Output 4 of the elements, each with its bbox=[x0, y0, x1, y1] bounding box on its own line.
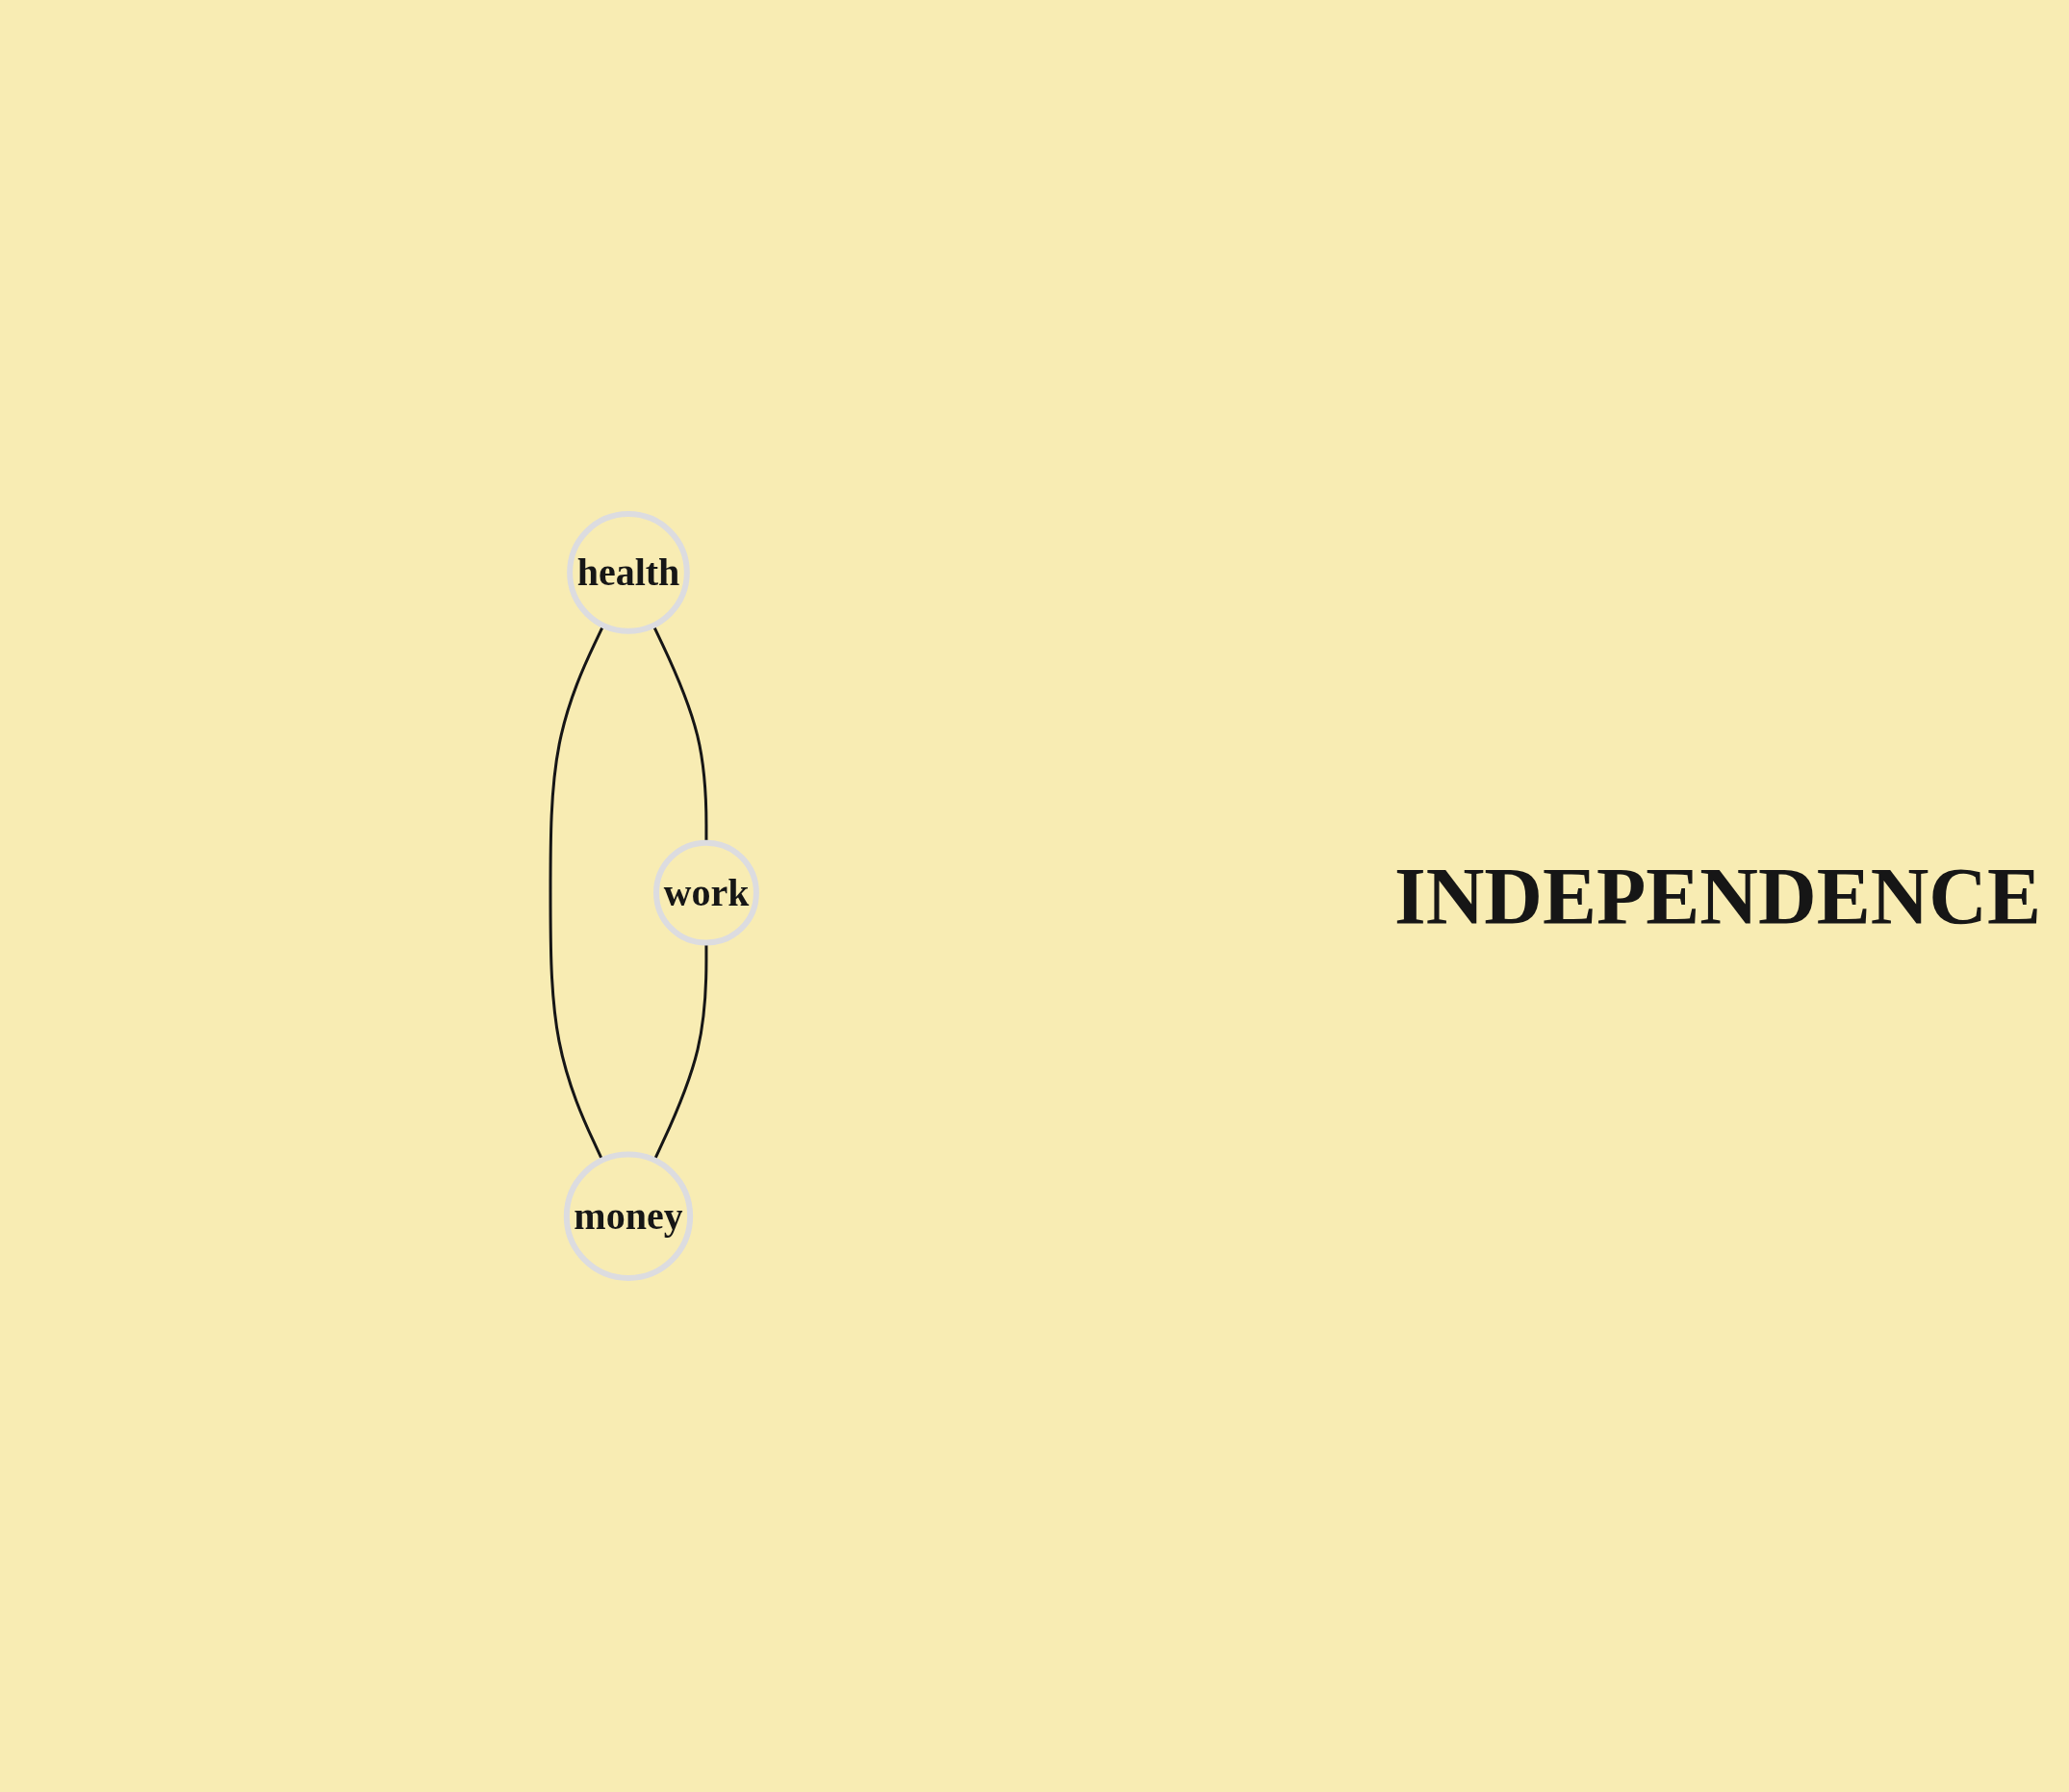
center-label: INDEPENDENCE bbox=[1393, 850, 2042, 943]
node-circle: health bbox=[567, 511, 690, 634]
node-circle: work bbox=[653, 839, 759, 946]
node-circle: money bbox=[563, 1151, 694, 1281]
